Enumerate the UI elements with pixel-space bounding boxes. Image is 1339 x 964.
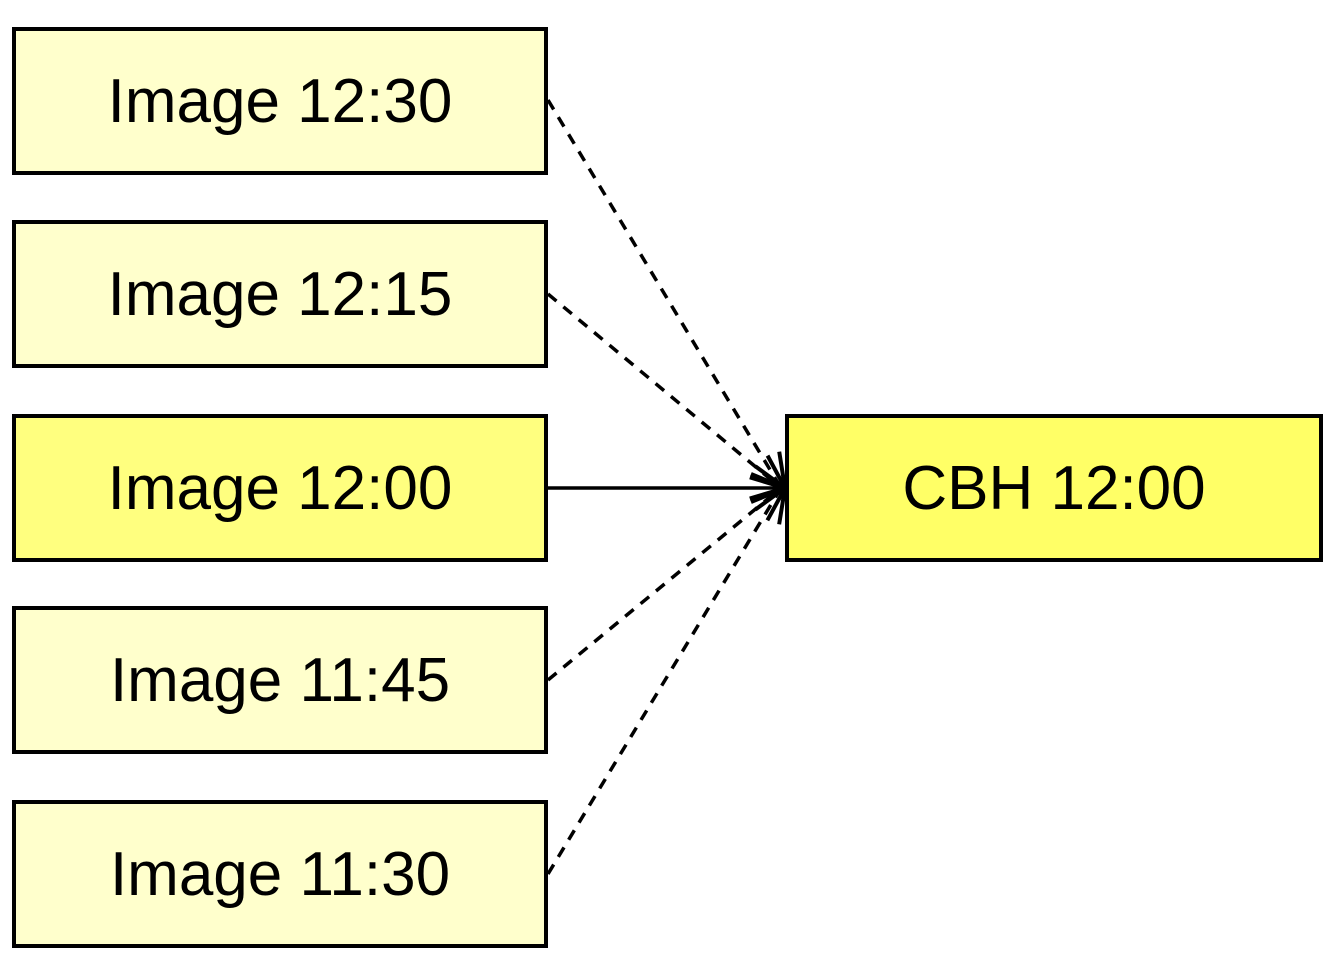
arrowhead-2 (750, 472, 791, 504)
arrowhead-0 (754, 451, 788, 493)
source-node-label: Image 11:45 (109, 645, 451, 715)
source-node-label: Image 12:30 (107, 66, 453, 136)
source-node-image-1215: Image 12:15 (12, 220, 548, 368)
target-node-cbh-1200: CBH 12:00 (785, 414, 1323, 562)
source-node-image-1130: Image 11:30 (12, 800, 548, 948)
target-node-label: CBH 12:00 (902, 453, 1206, 523)
arrowhead-1 (749, 454, 790, 492)
edge-3 (546, 486, 783, 682)
edge-4 (546, 487, 783, 875)
source-node-image-1200: Image 12:00 (12, 414, 548, 562)
source-node-image-1145: Image 11:45 (12, 606, 548, 754)
source-node-label: Image 11:30 (109, 839, 451, 909)
edge-1 (546, 292, 783, 490)
arrowhead-4 (754, 483, 788, 525)
edge-0 (546, 99, 783, 489)
arrowhead-3 (749, 484, 790, 522)
source-node-image-1230: Image 12:30 (12, 27, 548, 175)
source-node-label: Image 12:15 (107, 259, 453, 329)
source-node-label: Image 12:00 (107, 453, 453, 523)
edge-group (546, 99, 791, 875)
